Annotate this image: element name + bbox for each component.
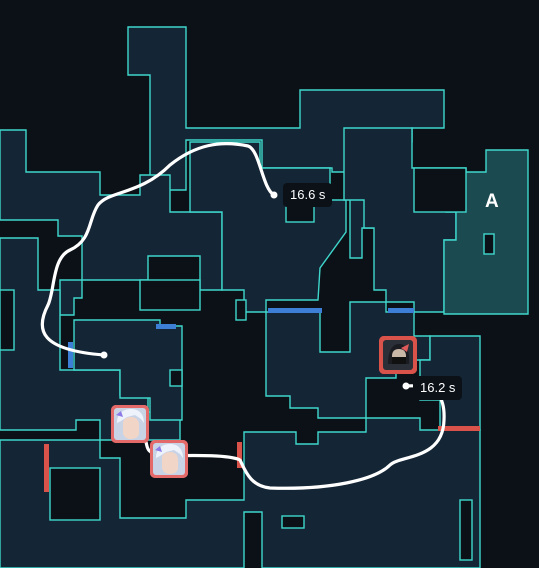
door-blue-3 <box>156 324 176 329</box>
white-hair-agent-portrait-icon <box>111 405 149 443</box>
room-cutout-4 <box>0 289 15 351</box>
ally-agent-marker-2[interactable] <box>150 440 188 478</box>
white-hair-agent-portrait-icon <box>150 440 188 478</box>
room-cutout-9 <box>235 299 247 321</box>
room-cutout-5 <box>49 467 101 521</box>
agent-path-1-start <box>100 351 108 359</box>
site-a-label: A <box>485 191 499 212</box>
room-cutout-8 <box>169 369 183 387</box>
door-red-2 <box>237 442 242 468</box>
site-a-box <box>483 233 495 255</box>
room-cutout-6 <box>281 515 305 529</box>
map-rooms <box>0 26 529 568</box>
door-red-3 <box>438 426 480 431</box>
path-time-label-2: 16.2 s <box>413 376 463 400</box>
room-cutout-2 <box>139 279 201 311</box>
door-blue-4 <box>68 342 73 368</box>
agent-path-1-end <box>270 191 278 199</box>
enemy-agent-marker[interactable] <box>379 336 417 374</box>
room-south-corridor <box>0 417 481 568</box>
masked-agent-portrait-icon <box>379 336 417 374</box>
path-time-label-1: 16.6 s <box>283 183 333 207</box>
room-west-wing <box>0 129 223 316</box>
ally-agent-marker-1[interactable] <box>111 405 149 443</box>
door-blue-1 <box>268 308 322 313</box>
room-cutout-1 <box>413 167 467 213</box>
doors <box>44 308 480 492</box>
agent-path-1 <box>40 142 276 357</box>
room-cutout-7 <box>459 499 473 561</box>
agent-path-2-end <box>402 382 410 390</box>
door-red-1 <box>44 444 49 492</box>
door-blue-2 <box>388 308 414 313</box>
